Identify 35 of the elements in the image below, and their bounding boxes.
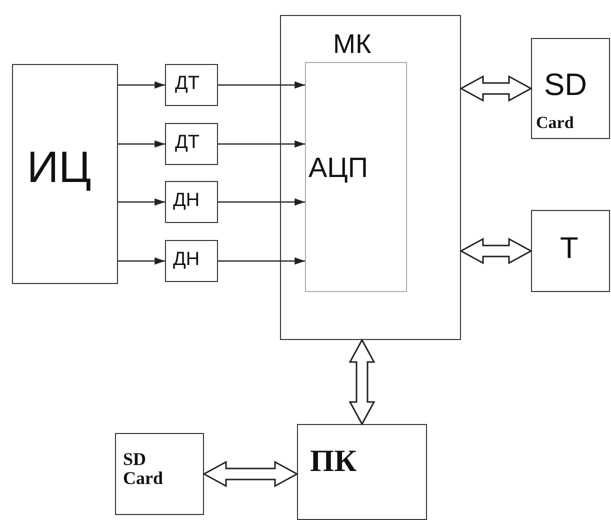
arrow (118, 198, 165, 206)
block-label: Т (560, 233, 578, 264)
arrow (218, 198, 305, 206)
block-label: ДН (173, 250, 200, 270)
block-box (165, 181, 218, 223)
block-box (297, 424, 427, 520)
block-box (531, 38, 610, 139)
block-label: ДН (173, 191, 200, 211)
block-box (531, 210, 610, 292)
block-box (165, 64, 218, 106)
block-box (165, 123, 218, 165)
block-label: ДТ (175, 74, 200, 94)
double-arrow (459, 238, 533, 264)
block-box (115, 433, 204, 515)
arrow (218, 81, 305, 89)
arrow (118, 140, 165, 148)
block-label: Card (536, 114, 574, 132)
arrow (218, 257, 305, 265)
block-box (12, 64, 118, 284)
block-box (304, 62, 406, 292)
block-box (165, 240, 218, 282)
double-arrow (459, 75, 533, 102)
block-label: ИЦ (27, 145, 92, 192)
block-label: АЦП (308, 152, 368, 182)
block-label: МК (333, 30, 372, 58)
arrow (118, 257, 165, 265)
block-label: SD Card (123, 450, 164, 488)
arrow (118, 81, 165, 89)
double-arrow (348, 338, 376, 426)
arrow (218, 140, 305, 148)
block-label: ДТ (175, 133, 200, 153)
block-box (280, 15, 461, 340)
block-label: ПК (310, 445, 357, 478)
double-arrow (202, 460, 299, 488)
block-label: SD (544, 69, 588, 102)
